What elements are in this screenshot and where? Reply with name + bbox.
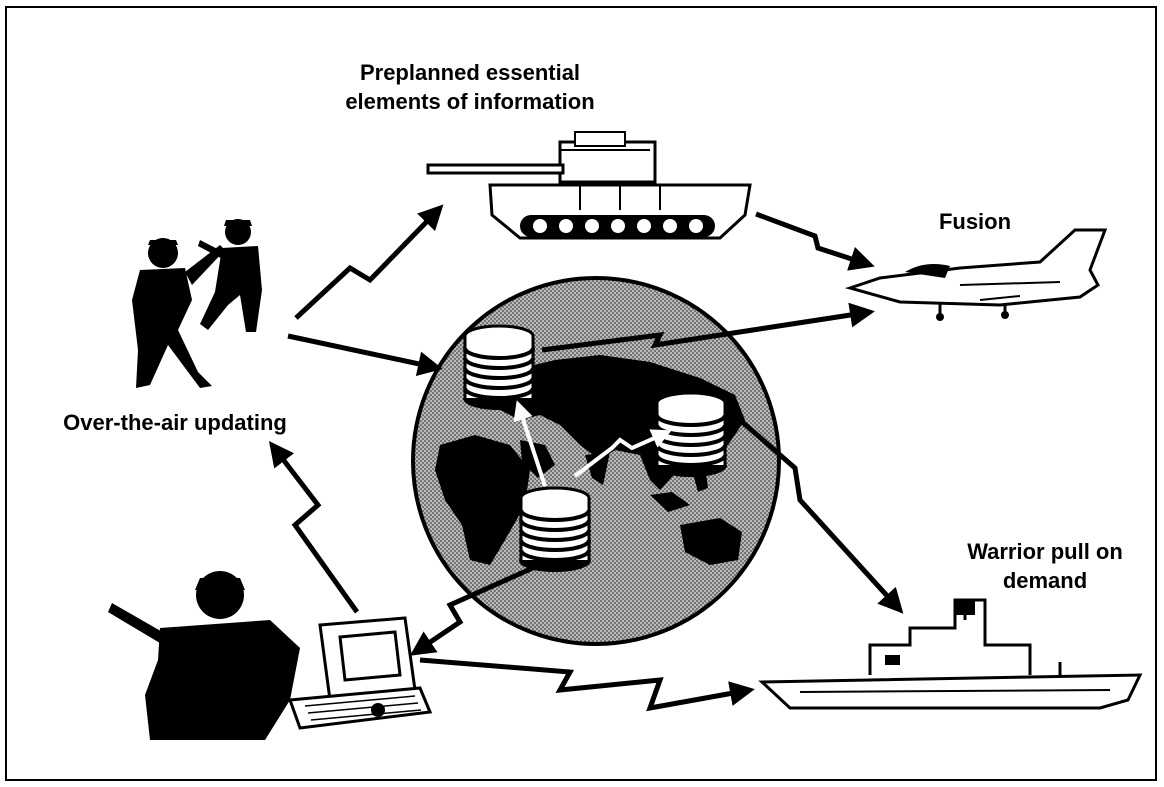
soldiers-icon	[132, 219, 262, 388]
arrow-database-to-ship	[738, 418, 904, 614]
database-icon-1	[463, 324, 535, 410]
soldier-icon	[108, 571, 300, 740]
label-over-the-air-updating: Over-the-air updating	[63, 410, 287, 435]
arrow-tank-to-jet	[755, 211, 875, 271]
arrow-database-to-laptop	[409, 564, 537, 656]
link-arrows	[268, 204, 904, 712]
database-icon-3	[519, 486, 591, 572]
laptop-icon	[287, 616, 433, 730]
tank-icon	[426, 131, 752, 240]
arrow-soldiers-to-tank	[294, 204, 444, 320]
globe-data-link-arrows	[513, 400, 672, 487]
arrow-database-to-jet	[541, 302, 875, 353]
arrow-laptop-to-ship	[419, 657, 755, 712]
arrow-soldiers-to-globe	[287, 333, 443, 377]
fighter-jet-icon	[844, 228, 1108, 321]
label-warrior-pull-on-demand: Warrior pull on demand	[967, 539, 1123, 593]
arrow-laptop-to-soldiers	[268, 441, 360, 614]
label-preplanned-essential-elements: Preplanned essential elements of informa…	[345, 60, 595, 114]
label-fusion: Fusion	[938, 209, 1012, 234]
ship-icon	[758, 598, 1143, 710]
